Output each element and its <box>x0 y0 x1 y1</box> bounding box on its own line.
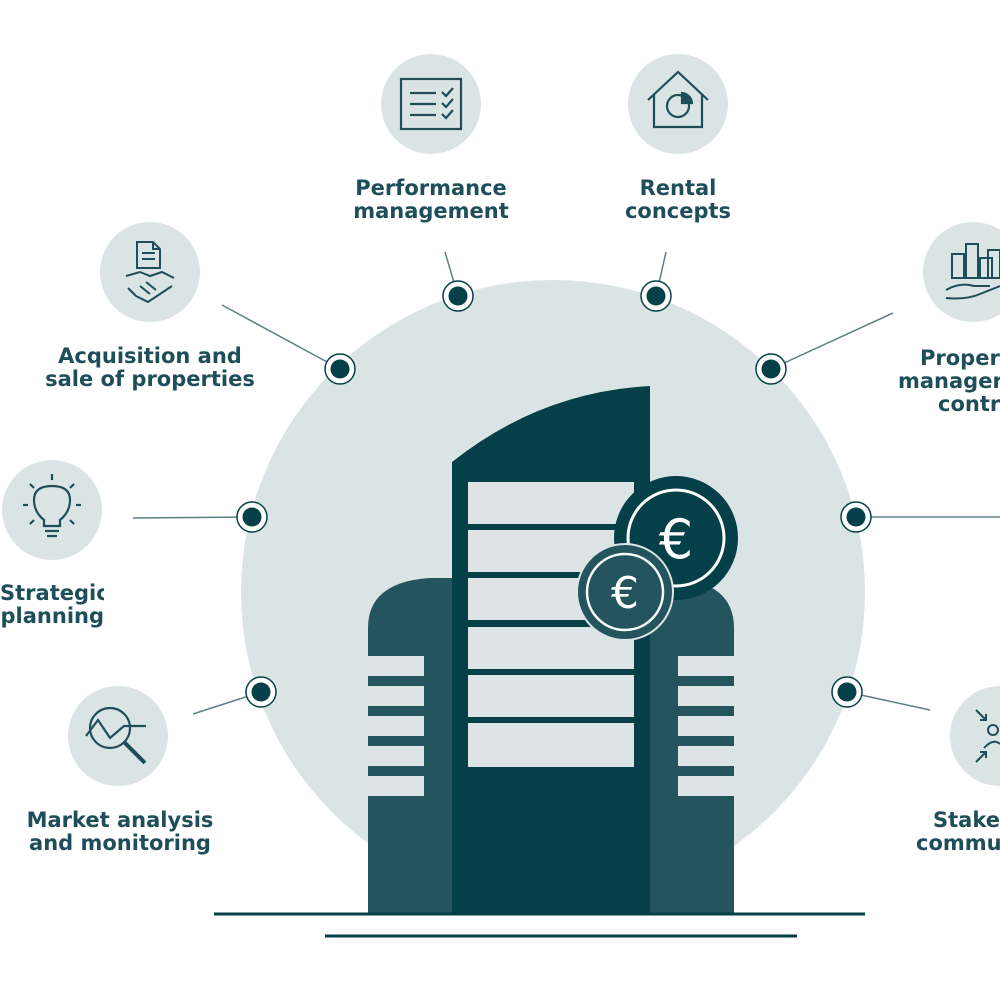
connector-dot-acquisition <box>324 353 356 385</box>
left-wing-windows <box>368 656 424 796</box>
connector-dot-right-middle <box>840 501 872 533</box>
magnifier-chart-icon <box>68 686 168 786</box>
label-rental-concepts: Rental concepts <box>578 177 778 223</box>
label-line: Acquisition and <box>58 344 242 368</box>
euro-coins: € € <box>576 476 738 641</box>
label-line: Strategic <box>0 582 104 605</box>
label-performance-management: Performance management <box>331 177 531 223</box>
checklist-icon <box>381 54 481 154</box>
label-line: Performance <box>355 176 507 200</box>
euro-coin-small: € <box>576 543 674 641</box>
label-line: management <box>353 199 509 223</box>
label-strategic-planning: Strategic planning <box>0 582 104 628</box>
connector-dot-property <box>755 353 787 385</box>
right-wing-windows <box>678 656 734 796</box>
label-stakeholder: Stake commu <box>916 809 1000 855</box>
label-line: commu <box>916 831 1000 855</box>
label-line: concepts <box>624 199 732 223</box>
connector-dots <box>236 280 872 708</box>
connector-dot-stakeholder <box>831 676 863 708</box>
connector-dot-strategic <box>236 501 268 533</box>
label-property-management: Proper manager contr <box>898 347 1000 416</box>
label-line: sale of properties <box>45 367 255 391</box>
people-arrows-icon <box>950 686 1000 786</box>
connector-dot-performance <box>442 280 474 312</box>
lightbulb-icon <box>2 460 102 560</box>
euro-symbol-small: € <box>611 568 639 619</box>
connector-dot-market <box>245 676 277 708</box>
label-market-analysis: Market analysis and monitoring <box>10 809 230 855</box>
connector-dot-rental <box>640 280 672 312</box>
label-line: planning <box>0 604 104 628</box>
city-hand-icon <box>923 222 1000 322</box>
label-line: and monitoring <box>29 831 211 855</box>
label-line: contr <box>938 392 1000 416</box>
label-line: manager <box>898 369 1000 393</box>
handshake-document-icon <box>100 222 200 322</box>
euro-symbol-large: € <box>659 508 693 571</box>
label-line: Stake <box>933 809 1000 832</box>
label-line: Rental <box>639 176 717 200</box>
house-chart-icon <box>628 54 728 154</box>
label-line: Proper <box>920 347 1000 370</box>
label-line: Market analysis <box>26 808 214 832</box>
icon-badges <box>2 54 1000 786</box>
label-acquisition: Acquisition and sale of properties <box>20 345 280 391</box>
